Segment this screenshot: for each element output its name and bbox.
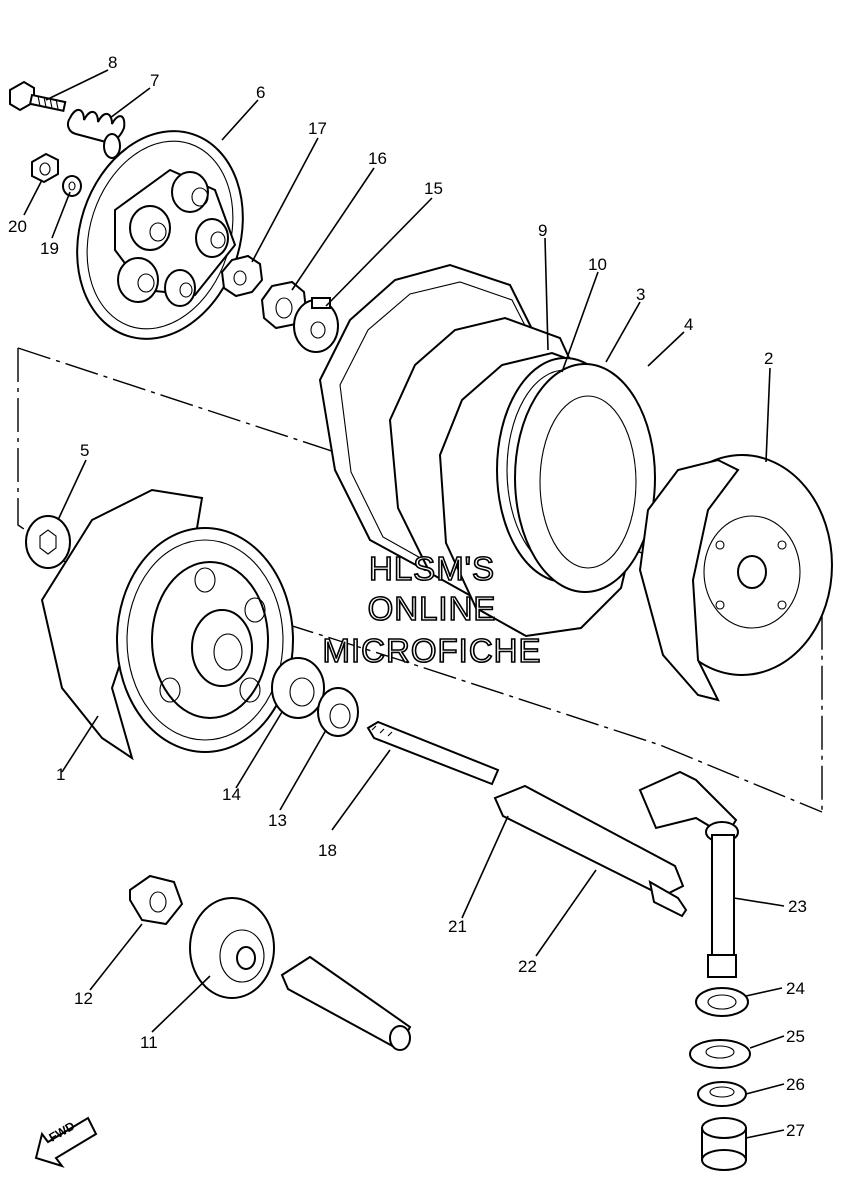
leader-lines xyxy=(23,69,785,1139)
callout-18: 18 xyxy=(318,841,337,860)
primary-shaft xyxy=(280,955,412,1051)
callout-10: 10 xyxy=(588,255,607,274)
callout-15: 15 xyxy=(424,179,443,198)
callout-19: 19 xyxy=(40,239,59,258)
callout-25: 25 xyxy=(786,1027,805,1046)
callout-2: 2 xyxy=(764,349,773,368)
watermark: HLSM'S ONLINE MICROFICHE xyxy=(322,549,542,670)
watermark-line-1: HLSM'S xyxy=(369,550,495,587)
callout-6: 6 xyxy=(256,83,265,102)
part-8-bolt xyxy=(9,80,67,113)
callout-26: 26 xyxy=(786,1075,805,1094)
part-22-push-rod-2 xyxy=(493,784,688,918)
fwd-arrow: FWD xyxy=(34,1116,98,1168)
part-5-washer xyxy=(25,515,71,569)
part-25-oil-seal xyxy=(689,1039,751,1069)
part-14-thrust-washer xyxy=(271,657,325,719)
callout-9: 9 xyxy=(538,221,547,240)
part-13-washer xyxy=(317,687,359,737)
callout-17: 17 xyxy=(308,119,327,138)
part-27-bearing xyxy=(701,1117,747,1171)
watermark-line-2: ONLINE xyxy=(368,590,497,627)
part-23-push-lever xyxy=(638,770,739,978)
callout-20: 20 xyxy=(8,217,27,236)
callout-11: 11 xyxy=(140,1033,158,1052)
callout-24: 24 xyxy=(786,979,805,998)
callout-4: 4 xyxy=(684,315,693,334)
part-19-washer xyxy=(62,175,82,197)
part-15-lock-washer xyxy=(293,297,339,353)
part-26-bearing xyxy=(697,1081,747,1107)
callout-3: 3 xyxy=(636,285,645,304)
clutch-plate-stack xyxy=(318,263,656,638)
callout-labels: 8 7 6 17 16 15 9 10 3 4 2 5 20 19 1 14 1… xyxy=(8,53,807,1140)
part-24-spring xyxy=(695,987,749,1017)
callout-14: 14 xyxy=(222,785,241,804)
part-1-clutch-housing xyxy=(40,488,294,761)
callout-7: 7 xyxy=(150,71,159,90)
callout-16: 16 xyxy=(368,149,387,168)
callout-8: 8 xyxy=(108,53,117,72)
callout-13: 13 xyxy=(268,811,287,830)
callout-21: 21 xyxy=(448,917,467,936)
callout-1: 1 xyxy=(56,765,65,784)
callout-22: 22 xyxy=(518,957,537,976)
callout-23: 23 xyxy=(788,897,807,916)
part-17-washer xyxy=(220,254,264,298)
part-20-nut xyxy=(31,152,59,184)
callout-12: 12 xyxy=(74,989,93,1008)
callout-5: 5 xyxy=(80,441,89,460)
part-11-gear xyxy=(189,897,275,999)
part-18-push-rod xyxy=(366,720,500,786)
part-2-clutch-boss xyxy=(638,454,833,702)
part-12-nut xyxy=(129,874,184,926)
watermark-line-3: MICROFICHE xyxy=(323,632,542,669)
part-6-pressure-plate xyxy=(76,130,244,340)
part-7-spring xyxy=(67,109,126,159)
callout-27: 27 xyxy=(786,1121,805,1140)
